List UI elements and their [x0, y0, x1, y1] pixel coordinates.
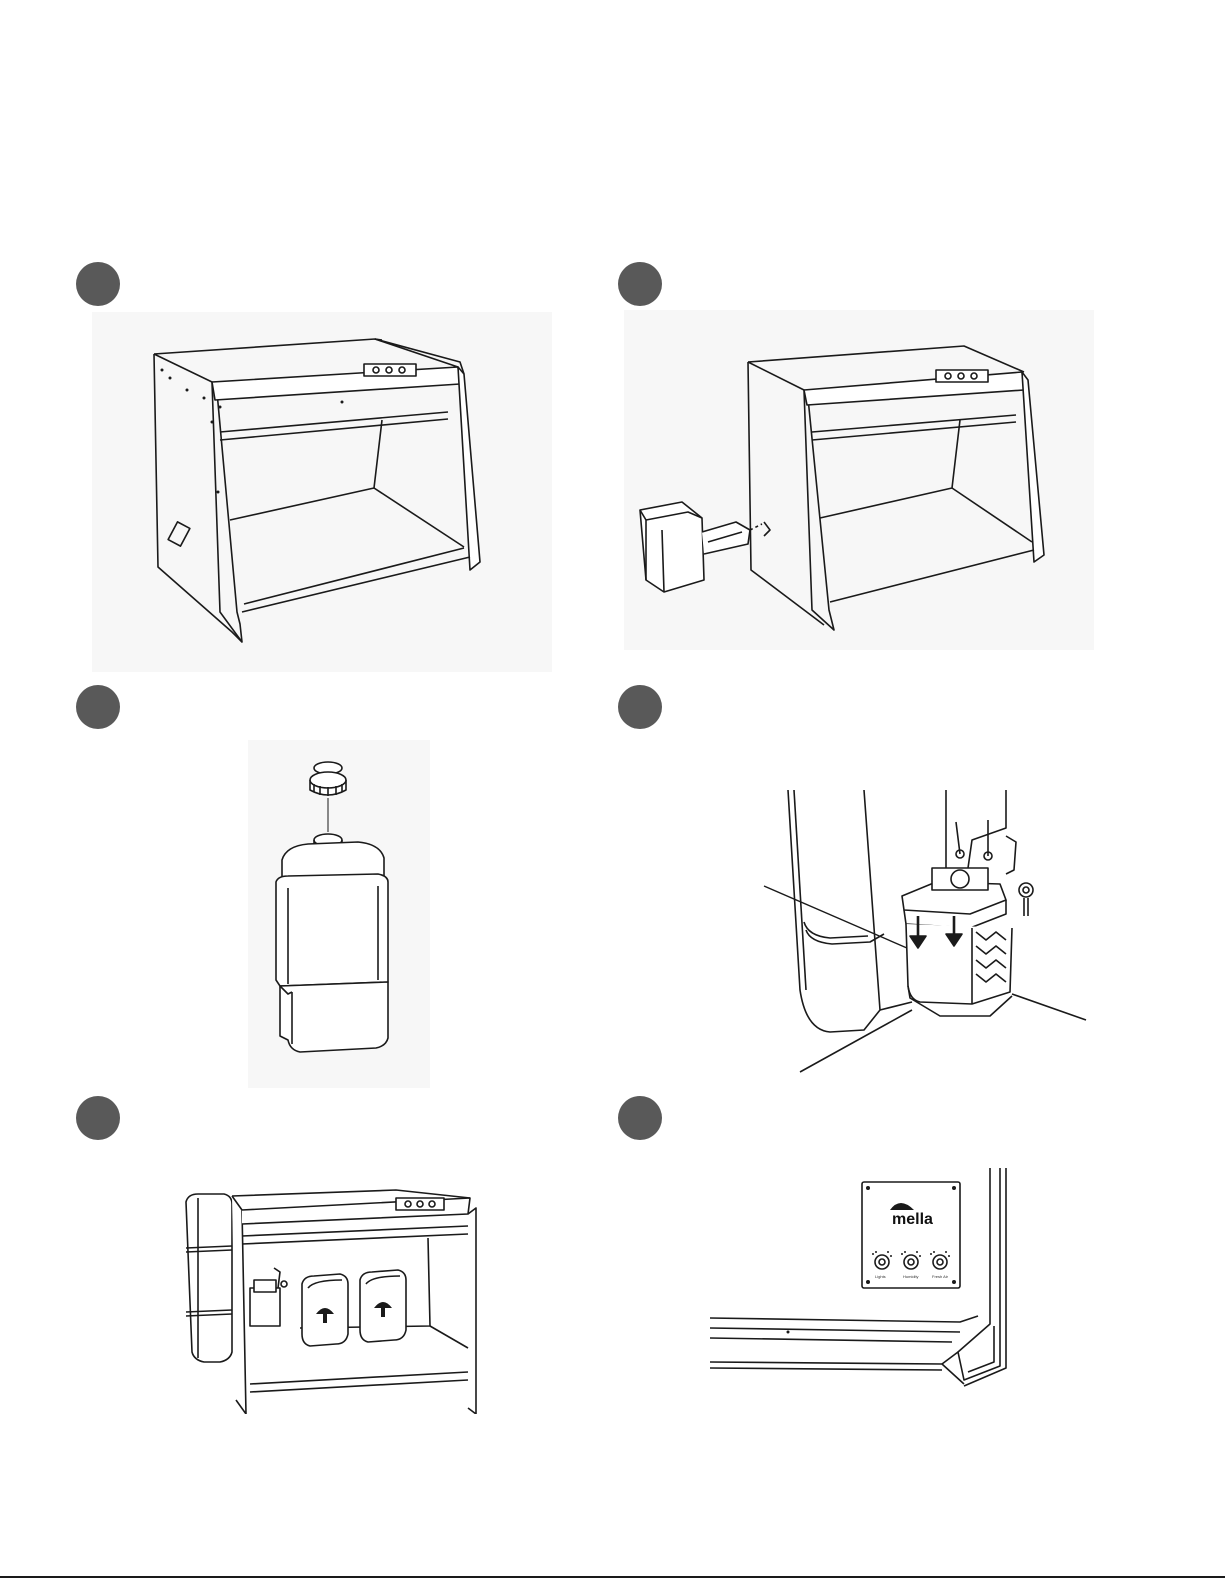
- illustration-cabinet-assembled: [180, 1188, 480, 1414]
- step-badge-5: [76, 1096, 120, 1140]
- illustration-cabinet-empty: [92, 312, 552, 672]
- step-badge-3: [76, 685, 120, 729]
- knob-label-fresh-air: Fresh Air: [932, 1274, 949, 1279]
- illustration-water-bottle: [248, 740, 430, 1088]
- step-badge-4: [618, 685, 662, 729]
- brand-logo: mella: [892, 1211, 933, 1228]
- step-badge-6: [618, 1096, 662, 1140]
- step-badge-1: [76, 262, 120, 306]
- knob-label-humidity: Humidity: [903, 1274, 919, 1279]
- illustration-control-panel: mella Lights Humidity Fresh Air: [710, 1166, 1020, 1398]
- footer-rule: [0, 1576, 1225, 1578]
- illustration-humidifier-detail: [760, 790, 1090, 1080]
- step-badge-2: [618, 262, 662, 306]
- knob-label-lights: Lights: [875, 1274, 886, 1279]
- illustration-cabinet-reservoir: [624, 310, 1094, 650]
